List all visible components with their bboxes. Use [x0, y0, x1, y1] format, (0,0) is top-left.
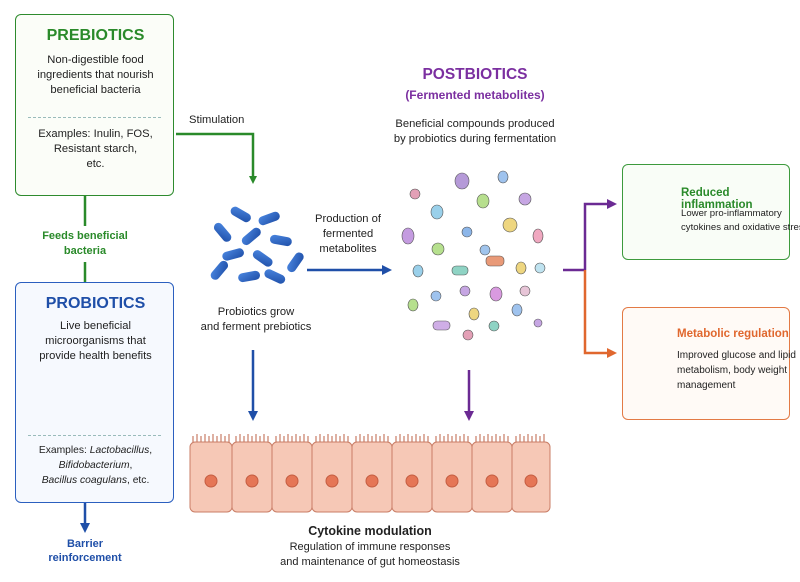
stimulation-arrow [176, 132, 257, 184]
probiotics-description: Live beneficial microorganisms that prov… [16, 319, 175, 364]
metabolic-regulation-box: Metabolic regulation Improved glucose an… [622, 307, 796, 420]
prebiotics-ex-line1: Examples: Inulin, FOS, [38, 128, 153, 140]
prebiotics-title: PREBIOTICS [46, 27, 145, 44]
inflammation-arrow [583, 199, 617, 270]
barrier-label: Barrier reinforcement [30, 537, 140, 565]
probiotics-desc-line1: Live beneficial [60, 320, 131, 332]
production-label-line3: metabolites [319, 243, 377, 255]
grow-label-line1: Probiotics grow [217, 306, 295, 318]
feeds-label-line1: Feeds beneficial [42, 230, 128, 242]
metabolic-desc-line1: Improved glucose and lipid [677, 350, 796, 361]
inflammation-desc-line2: cytokines and oxidative stress [681, 222, 800, 233]
metabolic-title: Metabolic regulation [677, 328, 789, 340]
prebiotics-description: Non-digestible food ingredients that nou… [16, 53, 175, 98]
probiotics-ex-suffix: , etc. [126, 475, 150, 486]
grow-label-line2: and ferment prebiotics [200, 321, 312, 333]
metabolic-desc-line3: management [677, 380, 736, 391]
probiotics-desc-line2: microorganisms that [45, 335, 146, 347]
gut-epithelium [189, 434, 551, 513]
prebiotics-desc-line2: ingredients that nourish [37, 69, 154, 81]
probiotics-examples: Examples: Lactobacillus, Bifidobacterium… [38, 445, 153, 486]
probiotics-desc-line3: provide health benefits [39, 350, 152, 362]
feeds-label: Feeds beneficial bacteria [20, 229, 150, 259]
production-label-line2: fermented [322, 228, 374, 240]
inflammation-desc-line1: Lower pro-inflammatory [681, 208, 782, 219]
metabolic-description: Improved glucose and lipid metabolism, b… [677, 348, 796, 393]
prebiotics-divider [28, 117, 161, 118]
postbiotics-title: POSTBIOTICS [422, 66, 528, 83]
postbiotics-subtitle: (Fermented metabolites) [405, 88, 545, 102]
probiotics-grow-label: Probiotics grow and ferment prebiotics [196, 305, 316, 335]
prebiotics-desc-line3: beneficial bacteria [50, 84, 141, 96]
prebiotics-ex-line3: etc. [86, 158, 105, 170]
prebiotics-desc-line1: Non-digestible food [47, 54, 144, 66]
prebiotics-ex-line2: Resistant starch, [53, 143, 138, 155]
inflammation-title: Reduced inflammation [681, 187, 753, 211]
barrier-label-line2: reinforcement [48, 552, 122, 564]
probiotics-ex-bifidobacterium: Bifidobacterium [58, 460, 130, 471]
probiotics-title: PROBIOTICS [45, 295, 146, 312]
prebiotics-examples: Examples: Inulin, FOS, Resistant starch,… [16, 127, 175, 172]
metabolic-arrow [583, 270, 617, 358]
probiotics-divider [28, 435, 161, 436]
inflammation-description: Lower pro-inflammatory cytokines and oxi… [681, 207, 800, 235]
postbiotics-desc-line1: Beneficial compounds produced [395, 118, 555, 130]
cytokine-desc-line1: Regulation of immune responses [289, 541, 451, 553]
cytokine-title: Cytokine modulation [308, 524, 432, 538]
postbiotics-description: Beneficial compounds produced by probiot… [375, 117, 575, 147]
prebiotics-box: PREBIOTICS Non-digestible food ingredien… [15, 14, 174, 196]
probiotics-ex-bacillus: Bacillus coagulans [41, 475, 127, 486]
postbiotics-desc-line2: by probiotics during fermentation [393, 133, 557, 145]
production-label-line1: Production of [315, 213, 381, 225]
metabolic-desc-line2: metabolism, body weight [677, 365, 788, 376]
cytokine-desc-line2: and maintenance of gut homeostasis [280, 556, 460, 568]
cytokine-description: Regulation of immune responses and maint… [250, 540, 490, 570]
probiotics-ex-prefix: Examples: [38, 445, 90, 456]
reduced-inflammation-box: Reduced inflammation Lower pro-inflammat… [622, 164, 800, 260]
barrier-label-line1: Barrier [66, 538, 104, 550]
metabolite-particles [401, 170, 546, 341]
bacteria-cluster-center [210, 206, 304, 284]
production-label: Production of fermented metabolites [304, 212, 392, 257]
stimulation-label: Stimulation [189, 114, 245, 126]
probiotics-box: PROBIOTICS Live beneficial microorganism… [15, 282, 174, 503]
probiotics-ex-lactobacillus: Lactobacillus [89, 445, 150, 456]
feeds-label-line2: bacteria [63, 245, 107, 257]
